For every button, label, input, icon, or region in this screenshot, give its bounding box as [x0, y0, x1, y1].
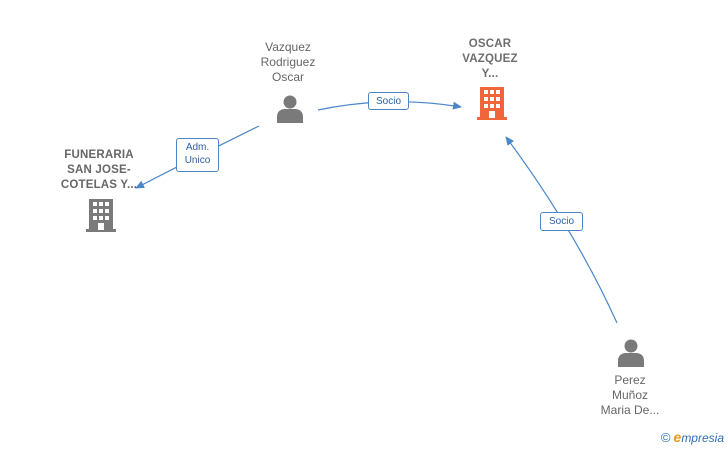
copyright-symbol: ©	[660, 430, 671, 445]
node-label-funeraria-san-jose[interactable]: FUNERARIA SAN JOSE- COTELAS Y...	[44, 148, 154, 193]
empresia-watermark: ©empresia	[661, 429, 724, 445]
label-line: VAZQUEZ	[462, 53, 518, 65]
label-line: Y...	[481, 68, 499, 80]
node-label-perez-munoz-maria[interactable]: Perez Muñoz Maria De...	[580, 373, 680, 418]
label-line: Maria De...	[600, 403, 660, 417]
person-icon[interactable]	[277, 95, 303, 124]
brand-initial: e	[673, 429, 682, 445]
label-line: Muñoz	[611, 388, 649, 402]
edge-label-socio[interactable]: Socio	[368, 92, 409, 110]
building-icon[interactable]	[86, 199, 116, 232]
label-line: COTELAS Y...	[60, 179, 138, 191]
node-label-vazquez-rodriguez-oscar[interactable]: Vazquez Rodriguez Oscar	[238, 40, 338, 85]
label-line: Oscar	[271, 70, 304, 84]
label-line: Rodriguez	[260, 55, 316, 69]
label-line: FUNERARIA	[64, 149, 134, 161]
label-line: Perez	[614, 373, 646, 387]
edge-label-socio[interactable]: Socio	[540, 212, 583, 231]
edge-label-text: Socio	[548, 216, 574, 227]
edge-label-text: Adm.	[185, 142, 210, 153]
label-line: SAN JOSE-	[67, 164, 131, 176]
label-line: Vazquez	[265, 40, 311, 54]
edge-label-text: Socio	[375, 96, 401, 107]
person-icon[interactable]	[618, 339, 644, 368]
edge-label-adm-unico[interactable]: Adm. Unico	[176, 138, 219, 172]
label-line: OSCAR	[468, 38, 512, 50]
building-icon[interactable]	[477, 87, 507, 120]
brand-name: mpresia	[681, 431, 724, 445]
node-label-oscar-vazquez[interactable]: OSCAR VAZQUEZ Y...	[440, 37, 540, 82]
edge-label-text: Unico	[184, 155, 211, 166]
